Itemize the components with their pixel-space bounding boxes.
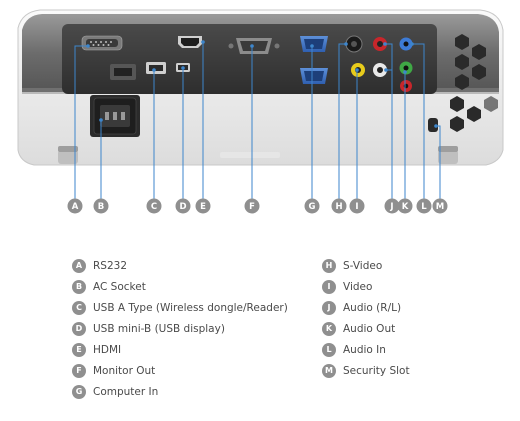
legend-label-s-video: S-Video bbox=[343, 259, 383, 272]
diagram-badge-g: G bbox=[304, 198, 320, 214]
s-video-port bbox=[345, 35, 363, 53]
usb-a-port bbox=[146, 62, 166, 74]
computer-in-port-2 bbox=[300, 68, 328, 84]
ac-socket bbox=[93, 97, 137, 135]
legend-item-usb-mini-b: D USB mini-B (USB display) bbox=[72, 318, 302, 339]
legend-item-hdmi: E HDMI bbox=[72, 339, 302, 360]
legend-label-audio-in: Audio In bbox=[343, 343, 386, 356]
legend-label-usb-mini-b: USB mini-B (USB display) bbox=[93, 322, 225, 335]
diagram-badge-k: K bbox=[397, 198, 413, 214]
vent-grille bbox=[450, 34, 498, 132]
svg-text:L: L bbox=[421, 202, 427, 212]
diagram-badge-h: H bbox=[331, 198, 347, 214]
svg-text:M: M bbox=[436, 202, 444, 212]
legend-label-computer-in: Computer In bbox=[93, 385, 159, 398]
badge-k: K bbox=[322, 321, 336, 336]
diagram-badge-c: C bbox=[146, 198, 162, 214]
badge-b: B bbox=[72, 279, 86, 294]
audio-out-port bbox=[399, 61, 413, 75]
audio-l-port bbox=[373, 63, 387, 77]
svg-text:D: D bbox=[179, 202, 186, 212]
svg-text:G: G bbox=[309, 202, 316, 212]
diagram-badge-b: B bbox=[93, 198, 109, 214]
diagram-badge-d: D bbox=[175, 198, 191, 214]
legend-item-security-slot: M Security Slot bbox=[322, 360, 520, 381]
legend-item-audio-out: K Audio Out bbox=[322, 318, 520, 339]
legend-label-audio-out: Audio Out bbox=[343, 322, 396, 335]
legend-label-monitor-out: Monitor Out bbox=[93, 364, 156, 377]
monitor-out-port bbox=[228, 38, 280, 54]
audio-r-port bbox=[373, 37, 387, 51]
diagram-badge-j: J bbox=[384, 198, 400, 214]
computer-in-port-1 bbox=[300, 36, 328, 52]
svg-text:J: J bbox=[389, 202, 393, 212]
badge-i: I bbox=[322, 279, 336, 294]
badge-m: M bbox=[322, 363, 336, 378]
legend-item-video: I Video bbox=[322, 276, 520, 297]
legend-item-rs232: A RS232 bbox=[72, 255, 302, 276]
svg-text:K: K bbox=[402, 202, 409, 212]
legend-label-rs232: RS232 bbox=[93, 259, 128, 272]
legend-label-usb-a: USB A Type (Wireless dongle/Reader) bbox=[93, 301, 288, 314]
svg-text:H: H bbox=[335, 202, 342, 212]
security-slot bbox=[428, 118, 438, 132]
leader-dots bbox=[86, 40, 438, 128]
legend-item-computer-in: G Computer In bbox=[72, 381, 302, 402]
legend-item-audio-in: L Audio In bbox=[322, 339, 520, 360]
rs232-port bbox=[81, 35, 123, 51]
svg-text:B: B bbox=[98, 202, 104, 212]
mic-port bbox=[400, 80, 412, 92]
badge-j: J bbox=[322, 300, 336, 315]
legend-label-hdmi: HDMI bbox=[93, 343, 122, 356]
hdmi-port bbox=[178, 36, 202, 48]
diagram-badge-a: A bbox=[67, 198, 83, 214]
badge-c: C bbox=[72, 300, 86, 315]
svg-text:I: I bbox=[355, 202, 358, 212]
legend-right-column: H S-Video I Video J Audio (R/L) K Audio … bbox=[322, 255, 520, 381]
diagram-badge-m: M bbox=[432, 198, 448, 214]
svg-text:C: C bbox=[151, 202, 157, 212]
svg-text:E: E bbox=[200, 202, 206, 212]
badge-g: G bbox=[72, 384, 86, 399]
badge-d: D bbox=[72, 321, 86, 336]
badge-f: F bbox=[72, 363, 86, 378]
legend-label-audio-rl: Audio (R/L) bbox=[343, 301, 402, 314]
svg-text:A: A bbox=[72, 202, 79, 212]
badge-h: H bbox=[322, 258, 336, 273]
legend-left-column: A RS232 B AC Socket C USB A Type (Wirele… bbox=[72, 255, 302, 402]
badge-a: A bbox=[72, 258, 86, 273]
audio-in-port bbox=[399, 37, 413, 51]
legend-label-ac-socket: AC Socket bbox=[93, 280, 146, 293]
badge-l: L bbox=[322, 342, 336, 357]
legend-item-ac-socket: B AC Socket bbox=[72, 276, 302, 297]
diagram-badge-i: I bbox=[349, 198, 365, 214]
svg-text:F: F bbox=[249, 202, 255, 212]
legend-item-audio-rl: J Audio (R/L) bbox=[322, 297, 520, 318]
legend-item-usb-a: C USB A Type (Wireless dongle/Reader) bbox=[72, 297, 302, 318]
diagram-badge-l: L bbox=[416, 198, 432, 214]
legend-item-monitor-out: F Monitor Out bbox=[72, 360, 302, 381]
diagram-badge-e: E bbox=[195, 198, 211, 214]
legend-label-video: Video bbox=[343, 280, 373, 293]
legend-item-s-video: H S-Video bbox=[322, 255, 520, 276]
legend-label-security-slot: Security Slot bbox=[343, 364, 410, 377]
badge-e: E bbox=[72, 342, 86, 357]
diagram-badge-f: F bbox=[244, 198, 260, 214]
